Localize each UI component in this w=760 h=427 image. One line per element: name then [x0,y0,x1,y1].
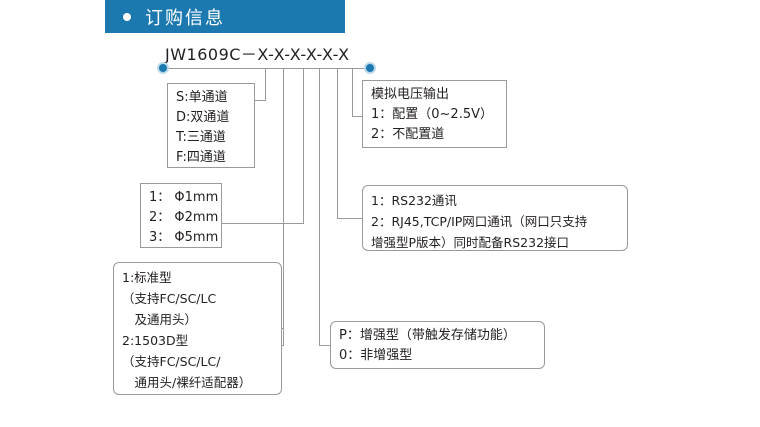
connector-type-line: 2:1503D型 [122,333,189,348]
analog-line: 2：不配置道 [371,127,445,142]
leader-line-channel [265,68,266,100]
node-dot-icon-left [157,62,169,74]
channel-line: F:四通道 [176,150,226,165]
channel-line: D:双通道 [176,110,230,125]
leader-line-fiber [303,68,304,223]
elbow-analog [352,116,363,117]
channel-line: T:三通道 [176,130,226,145]
analog-voltage-output-box: 模拟电压输出 1：配置（0~2.5V） 2：不配置道 [362,80,507,148]
connector-type-line: 通用头/裸纤适配器） [122,375,252,390]
enhanced-line: P：增强型（带触发存储功能） [339,328,516,343]
fiber-line: 3： Φ5mm [149,230,219,245]
bullet-dot-icon [123,12,131,21]
leader-line-analog [352,68,353,116]
enhanced-line: 0：非增强型 [339,348,413,363]
elbow-communication [337,218,363,219]
communication-interface-box: 1：RS232通讯 2：RJ45,TCP/IP网口通讯（网口只支持 增强型P版本… [362,185,628,251]
page-title: 订购信息 [145,7,225,29]
connector-type-box: 1:标准型 （支持FC/SC/LC 及通用头） 2:1503D型 （支持FC/S… [113,262,282,395]
analog-line: 1：配置（0~2.5V） [371,107,494,122]
analog-line: 模拟电压输出 [371,87,450,102]
leader-line-communication [337,68,338,218]
connector-type-line: 1:标准型 [122,270,172,285]
elbow-channel [255,100,266,101]
leader-line-connector-type [283,68,284,345]
node-dot-icon-right [364,62,376,74]
elbow-enhanced [319,345,331,346]
spine-horizontal-line [169,68,370,69]
fiber-diameter-box: 1： Φ1mm 2： Φ2mm 3： Φ5mm [140,183,222,248]
elbow-fiber [222,223,304,224]
connector-type-line: 及通用头） [122,312,198,327]
communication-line: 1：RS232通讯 [371,193,457,208]
elbow-connector-type-stub [282,345,284,346]
fiber-line: 1： Φ1mm [149,190,219,205]
part-number-code: JW1609C－X-X-X-X-X-X [165,45,350,64]
section-header: 订购信息 [105,0,345,33]
connector-type-line: （支持FC/SC/LC/ [122,354,221,369]
elbow-connector-type-vert [283,328,284,345]
communication-line: 2：RJ45,TCP/IP网口通讯（网口只支持 [371,214,588,229]
channel-line: S:单通道 [176,90,228,105]
connector-type-line: （支持FC/SC/LC [122,291,217,306]
channel-count-box: S:单通道 D:双通道 T:三通道 F:四通道 [167,83,255,168]
leader-line-enhanced [319,68,320,345]
enhanced-version-box: P：增强型（带触发存储功能） 0：非增强型 [330,321,545,369]
communication-line: 增强型P版本）同时配备RS232接口 [371,235,570,250]
fiber-line: 2： Φ2mm [149,210,219,225]
